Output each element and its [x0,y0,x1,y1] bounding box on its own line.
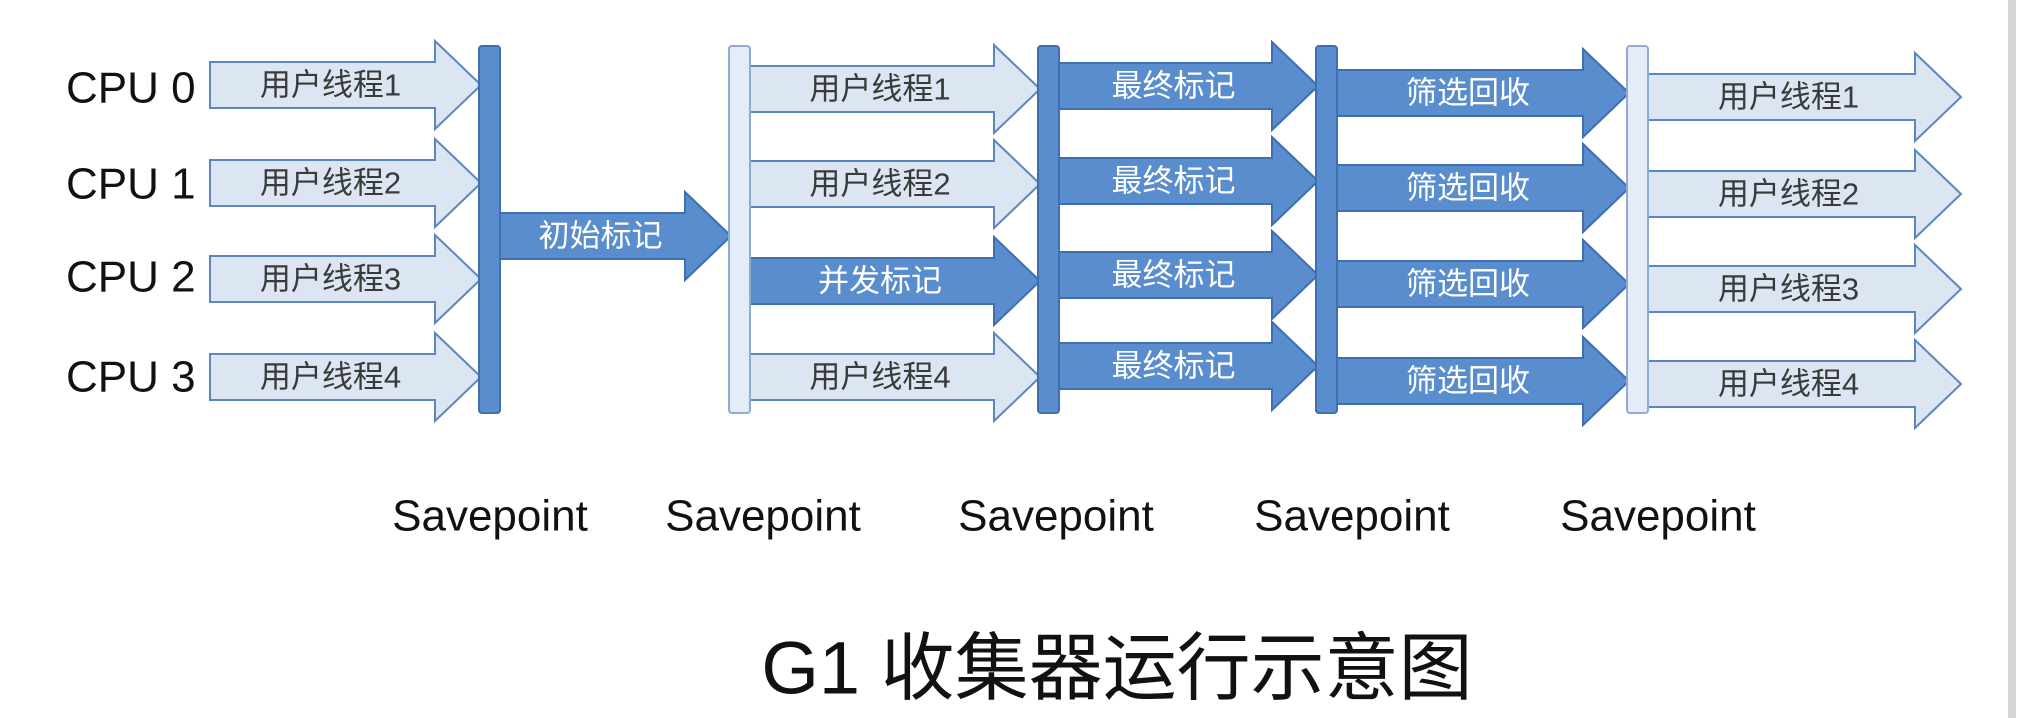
arrow-shape [749,234,1042,328]
gc-phase-arrow: 最终标记 [1058,319,1320,413]
gc-phase-arrow: 最终标记 [1058,134,1320,228]
diagram-title: G1 收集器运行示意图 [761,627,1472,710]
gc-phase-arrow: 筛选回收 [1336,46,1631,140]
gc-phase-arrow: 初始标记 [499,189,733,283]
savepoint-label: Savepoint [958,492,1154,541]
gc-phase-arrow: 并发标记 [749,234,1042,328]
savepoint-bars [478,45,1649,414]
user-thread-arrow: 用户线程1 [749,42,1042,136]
arrow-shape [1645,50,1963,144]
arrow-label: 用户线程1 [1718,80,1859,115]
savepoint-label: Savepoint [665,492,861,541]
cpu-labels: CPU 0 CPU 1 CPU 2 CPU 3 [66,64,196,402]
user-thread-arrow: 用户线程1 [209,38,483,132]
arrow-shape [1058,39,1320,133]
arrow-shape [499,189,733,283]
user-thread-arrow: 用户线程2 [209,136,483,230]
gc-phase-arrow: 筛选回收 [1336,237,1631,331]
savepoint-labels: Savepoint Savepoint Savepoint Savepoint Save… [392,492,1756,541]
gc-phase-arrow: 筛选回收 [1336,141,1631,235]
arrow-label: 最终标记 [1112,164,1236,199]
arrow-label: 用户线程4 [1718,367,1859,402]
arrow-label: 用户线程4 [809,360,950,395]
user-thread-arrow: 用户线程4 [209,330,483,424]
arrow-label: 用户线程3 [1718,272,1859,307]
gc-phase-arrow: 最终标记 [1058,39,1320,133]
arrow-shape [209,38,483,132]
arrow-shape [1645,337,1963,431]
user-thread-arrow: 用户线程3 [1645,242,1963,336]
arrow-shape [1336,46,1631,140]
arrow-shape [1645,242,1963,336]
arrow-shape [209,330,483,424]
user-thread-arrow: 用户线程4 [749,330,1042,424]
savepoint-bar [1626,45,1649,414]
arrow-shape [1058,134,1320,228]
gc-phase-arrow: 最终标记 [1058,228,1320,322]
cpu-label: CPU 0 [66,64,196,113]
user-thread-arrow: 用户线程3 [209,232,483,326]
arrow-label: 用户线程4 [260,360,401,395]
arrow-shape [1336,141,1631,235]
arrow-shape [749,330,1042,424]
user-thread-arrow: 用户线程4 [1645,337,1963,431]
arrow-shape [749,137,1042,231]
arrow-label: 筛选回收 [1406,267,1530,302]
arrow-shape [1645,147,1963,241]
arrow-label: 初始标记 [539,219,663,254]
arrow-label: 筛选回收 [1406,171,1530,206]
arrow-shape [1058,228,1320,322]
arrow-label: 用户线程2 [260,166,401,201]
arrow-label: 用户线程1 [260,68,401,103]
arrow-shape [749,42,1042,136]
savepoint-bar [1037,45,1060,414]
savepoint-label: Savepoint [1254,492,1450,541]
savepoint-bar [1315,45,1338,414]
arrow-label: 最终标记 [1112,258,1236,293]
savepoint-label: Savepoint [1560,492,1756,541]
savepoint-bar [728,45,751,414]
arrow-shape [209,232,483,326]
arrow-shape [1058,319,1320,413]
thread-arrows: 用户线程1用户线程2用户线程3用户线程4初始标记用户线程1用户线程2并发标记用户… [209,38,1963,431]
arrow-label: 并发标记 [818,264,942,299]
user-thread-arrow: 用户线程2 [1645,147,1963,241]
gc-phase-arrow: 筛选回收 [1336,334,1631,428]
arrow-label: 最终标记 [1112,349,1236,384]
right-edge-border [2008,0,2016,718]
savepoint-bar [478,45,501,414]
arrow-label: 用户线程3 [260,262,401,297]
cpu-label: CPU 3 [66,353,196,402]
savepoint-label: Savepoint [392,492,588,541]
arrow-label: 筛选回收 [1406,76,1530,111]
arrow-label: 用户线程1 [809,72,950,107]
arrow-shape [209,136,483,230]
cpu-label: CPU 1 [66,160,196,209]
user-thread-arrow: 用户线程1 [1645,50,1963,144]
arrow-label: 用户线程2 [1718,177,1859,212]
arrow-label: 筛选回收 [1406,364,1530,399]
arrow-label: 用户线程2 [809,167,950,202]
arrow-shape [1336,334,1631,428]
user-thread-arrow: 用户线程2 [749,137,1042,231]
arrow-shape [1336,237,1631,331]
cpu-label: CPU 2 [66,253,196,302]
arrow-label: 最终标记 [1112,69,1236,104]
